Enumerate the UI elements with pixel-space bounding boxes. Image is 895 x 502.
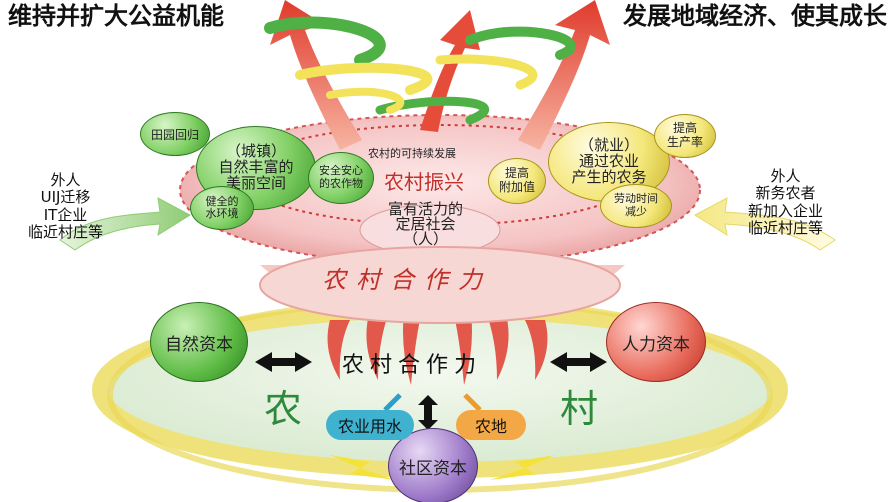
bubble-anquan: 安全安心 的农作物 [308,152,374,204]
nong-character: 农 [264,387,303,431]
mid-arrow [420,10,480,132]
left-side-item: IT企业 [43,205,88,224]
bubble-tianyuan: 田园回归 [140,112,210,156]
bubble-shengchan: 提高 生产率 [654,114,716,158]
revitalize-label: 农村振兴 [384,170,464,194]
left-incoming-arrow [59,197,191,251]
sustainable-development-label: 农村的可持续发展 [368,147,456,160]
corner-title-left: 维持并扩大公益机能 [8,2,224,30]
right-side-item: 外人 [770,167,801,185]
flame-streaks [327,305,548,385]
lower-cooperation-label: 农村合作力 [342,353,483,378]
farmland-pill: 农地 [456,410,526,440]
double-arrow-left [255,352,312,372]
vertical-double-arrow [418,395,438,430]
bolt-left [330,455,395,480]
left-side-item: UIJ迁移 [40,188,91,207]
right-side-item: 临近村庄等 [748,218,824,237]
upper-cooperation-label: 农村合作力 [322,266,492,294]
bubble-laodong: 劳动时间 减少 [600,184,672,228]
society-label: 富有活力的 定居社会 （人） [388,200,464,248]
right-incoming-arrow [694,197,836,251]
corner-title-right: 发展地域经济、使其成长 [623,2,887,30]
human-capital-ball: 人力资本 [606,302,706,382]
double-arrow-right [550,352,607,372]
bubble-fujia: 提高 附加值 [488,158,546,204]
small-arrow-land [463,393,482,412]
bolt-right [490,455,555,480]
water-pill: 农业用水 [326,410,414,440]
right-side-item: 新加入企业 [748,201,824,220]
natural-capital-ball: 自然资本 [150,302,248,382]
middle-ring [259,246,621,324]
right-side-item: 新务农者 [755,184,816,203]
community-capital-ball: 社区资本 [388,428,478,502]
big-arrow-right [518,0,610,150]
left-side-item: 外人 [50,171,81,189]
bubble-huanjing: 健全的 水环境 [190,186,254,230]
right-side-list: 外人 新务农者 新加入企业 临近村庄等 [748,167,824,237]
swirl-ribbons [264,16,576,125]
left-side-item: 临近村庄等 [28,222,104,241]
left-side-list: 外人 UIJ迁移 IT企业 临近村庄等 [28,171,104,241]
small-arrow-water [383,393,402,412]
cun-character: 村 [560,387,599,431]
